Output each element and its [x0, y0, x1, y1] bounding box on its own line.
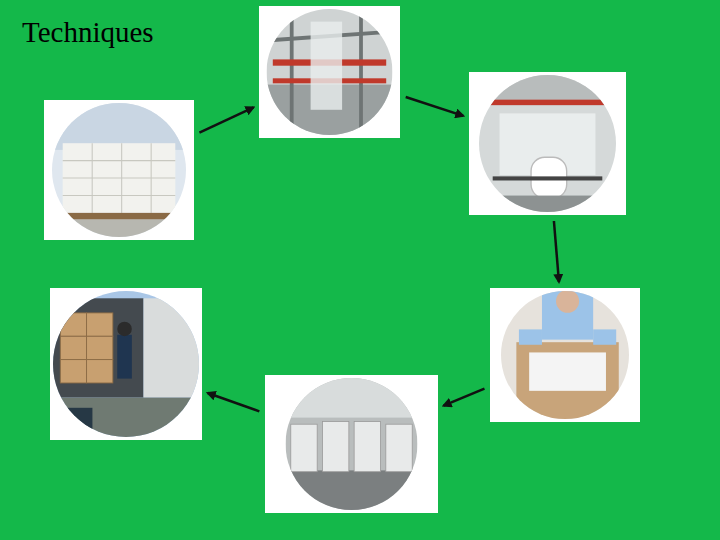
photo-illustration [259, 6, 400, 138]
flow-arrow [406, 97, 464, 116]
photo-illustration [50, 288, 202, 440]
photo-frame [490, 288, 640, 422]
diagram-title: Techniques [22, 16, 154, 49]
flow-arrow [208, 393, 260, 411]
photo-illustration [265, 375, 438, 513]
flow-arrow [444, 389, 485, 406]
photo-illustration [44, 100, 194, 240]
photo-illustration [490, 288, 640, 422]
photo-frame [44, 100, 194, 240]
flow-arrow [199, 107, 253, 132]
photo-frame [265, 375, 438, 513]
flow-arrow [554, 221, 559, 282]
photo-illustration [469, 72, 626, 215]
photo-frame [50, 288, 202, 440]
photo-frame [469, 72, 626, 215]
photo-frame [259, 6, 400, 138]
